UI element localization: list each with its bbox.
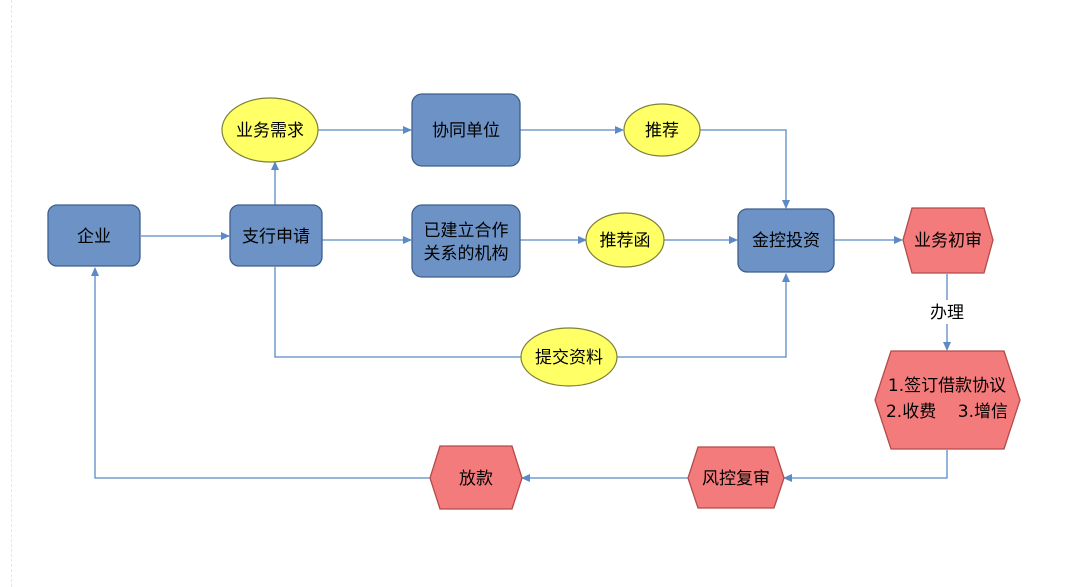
node-risk-review: 风控复审 — [687, 446, 785, 509]
node-loan: 放款 — [429, 445, 523, 510]
node-submit-docs-label: 提交资料 — [535, 348, 603, 368]
node-business-review: 业务初审 — [902, 207, 994, 274]
edge-loan-to-enterprise — [91, 267, 430, 479]
edge-branch-to-submit — [274, 267, 521, 358]
node-partner-unit: 协同单位 — [411, 93, 521, 167]
node-partner-unit-label: 协同单位 — [432, 121, 500, 141]
node-sign-agreement-line1: 1.签订借款协议 — [888, 376, 1006, 396]
node-jinkong-label: 金控投资 — [752, 231, 820, 251]
node-business-need: 业务需求 — [221, 97, 319, 163]
node-coop-institution-label-line2: 关系的机构 — [424, 244, 509, 264]
node-branch-apply: 支行申请 — [229, 204, 323, 267]
node-recommend-letter-label: 推荐函 — [600, 231, 651, 251]
edge-sign-to-risk — [783, 450, 948, 482]
edge-submit-to-jinkong — [617, 273, 790, 358]
node-risk-review-label: 风控复审 — [702, 469, 770, 489]
node-enterprise-label: 企业 — [77, 227, 111, 247]
hexagon-nodes: 业务初审 1.签订借款协议 2.收费 3.增信 风控复审 放款 — [429, 207, 1021, 510]
node-sign-agreement-line2: 2.收费 3.增信 — [886, 402, 1008, 422]
node-jinkong: 金控投资 — [737, 208, 835, 273]
edge-label-handle: 办理 — [930, 303, 964, 323]
ellipse-nodes: 业务需求 推荐 推荐函 提交资料 — [221, 97, 701, 387]
node-business-need-label: 业务需求 — [236, 121, 304, 141]
node-recommend-label: 推荐 — [645, 121, 679, 141]
handle-label-backdrop — [922, 300, 972, 324]
node-enterprise: 企业 — [47, 204, 141, 267]
node-branch-apply-label: 支行申请 — [242, 227, 310, 247]
node-sign-agreement: 1.签订借款协议 2.收费 3.增信 — [874, 350, 1021, 450]
node-coop-institution-label-line1: 已建立合作 — [424, 221, 509, 241]
node-recommend: 推荐 — [623, 103, 701, 157]
node-loan-label: 放款 — [459, 469, 493, 489]
node-coop-institution: 已建立合作 关系的机构 — [411, 204, 521, 278]
edge-recommend-to-jinkong — [700, 129, 790, 209]
node-business-review-label: 业务初审 — [914, 231, 982, 251]
page-guide-line — [11, 0, 12, 587]
edges — [91, 126, 951, 482]
node-recommend-letter: 推荐函 — [585, 212, 665, 268]
process-nodes: 企业 支行申请 协同单位 已建立合作 关系的机构 金控投资 — [47, 93, 835, 278]
node-submit-docs: 提交资料 — [520, 327, 618, 387]
